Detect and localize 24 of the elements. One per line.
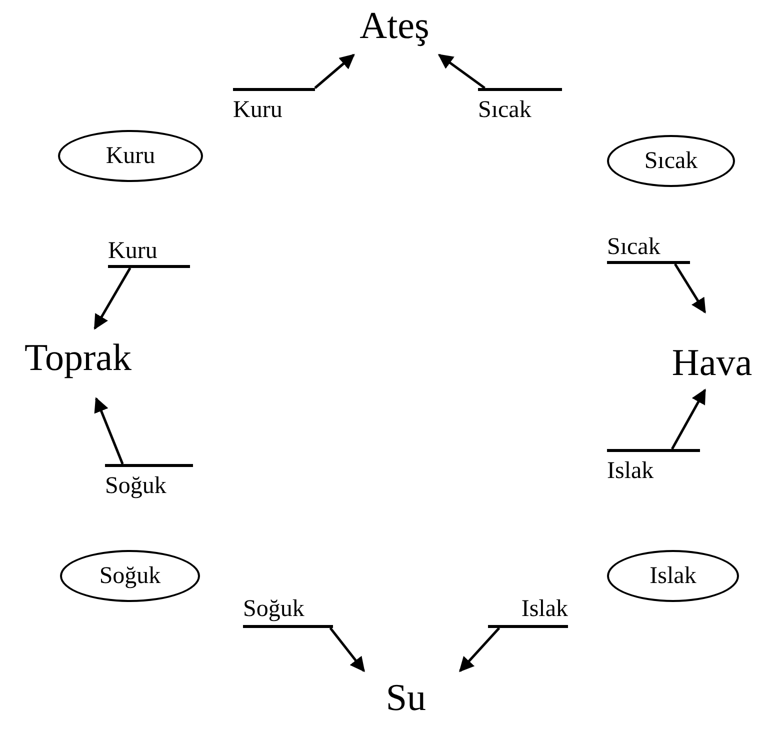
arrow xyxy=(674,263,706,314)
ellipse-label: Islak xyxy=(607,550,739,602)
arrow xyxy=(459,627,500,672)
ellipse-label: Kuru xyxy=(58,130,203,182)
element-name: Ateş xyxy=(346,4,443,52)
element-name: Su xyxy=(376,676,436,726)
bar-label: Soğuk xyxy=(105,464,193,506)
ellipse-label: Sıcak xyxy=(607,135,735,187)
bar-label: Sıcak xyxy=(607,234,690,264)
arrow xyxy=(314,54,355,89)
bar-label: Islak xyxy=(607,449,700,489)
bar-label: Sıcak xyxy=(478,88,562,125)
bar-label: Kuru xyxy=(233,88,315,125)
arrow xyxy=(94,397,124,464)
element-name: Hava xyxy=(662,341,762,389)
arrow xyxy=(438,54,486,90)
arrow xyxy=(94,267,132,330)
ellipse-label: Soğuk xyxy=(60,550,200,602)
bar-label: Kuru xyxy=(108,238,190,268)
arrow xyxy=(329,627,365,672)
element-name: Toprak xyxy=(8,336,148,386)
bar-label: Islak xyxy=(488,596,568,628)
arrow xyxy=(671,388,706,450)
bar-label: Soğuk xyxy=(243,596,333,628)
